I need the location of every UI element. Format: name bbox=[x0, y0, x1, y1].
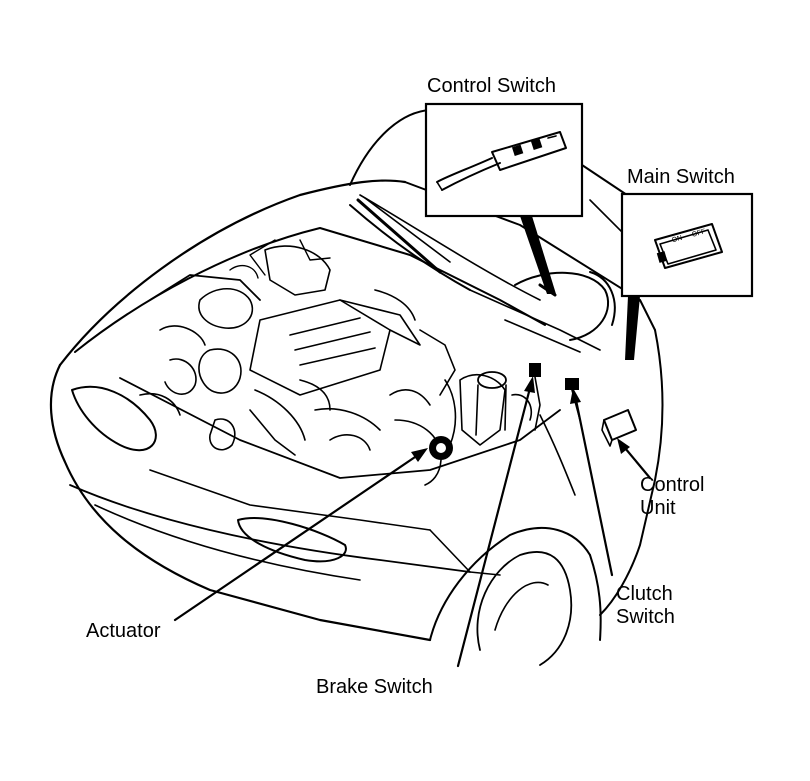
brake-switch-label: Brake Switch bbox=[316, 676, 433, 698]
engine-compartment bbox=[139, 239, 532, 456]
actuator-label: Actuator bbox=[86, 620, 161, 642]
control-unit-label-line2: Unit bbox=[640, 497, 676, 519]
clutch-switch-label-line2: Switch bbox=[616, 606, 675, 628]
control-switch-label: Control Switch bbox=[427, 75, 556, 97]
main-switch-inset bbox=[620, 192, 754, 360]
car-body bbox=[49, 109, 664, 666]
control-switch-inset bbox=[424, 102, 584, 294]
clutch-switch-label-line1: Clutch bbox=[616, 583, 673, 605]
main-switch-label: Main Switch bbox=[627, 166, 735, 188]
brake-switch-component bbox=[529, 363, 541, 431]
control-unit-label-line1: Control bbox=[640, 474, 705, 496]
control-unit-component bbox=[601, 409, 637, 447]
callout-leaders bbox=[173, 376, 652, 668]
actuator-component bbox=[424, 436, 453, 486]
